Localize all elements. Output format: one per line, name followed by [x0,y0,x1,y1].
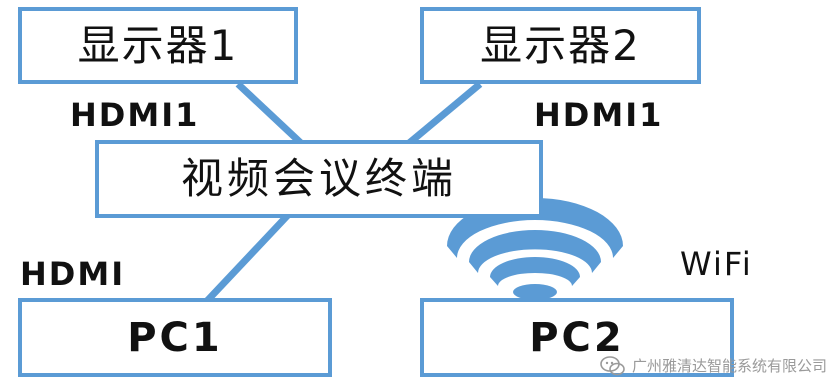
video-conference-terminal-box: 视频会议终端 [95,140,543,218]
wechat-icon [600,355,625,375]
pc-2-label: PC2 [529,314,625,361]
watermark-text: 广州雅清达智能系统有限公司 [631,357,827,375]
monitor-2-link-label: HDMI1 [534,96,664,134]
monitor-1-link-label: HDMI1 [70,96,200,134]
terminal-label: 视频会议终端 [180,154,457,203]
pc-1-box: PC1 [18,298,332,377]
monitor-2-box: 显示器2 [420,7,701,84]
connector-terminal-pc1 [203,212,291,305]
watermark: 广州雅清达智能系统有限公司 [600,355,827,376]
connector-monitor2-terminal [405,81,483,147]
pc-2-box: PC2 [420,298,734,377]
pc-2-link-label: WiFi [680,245,753,283]
monitor-2-label: 显示器2 [480,20,641,70]
monitor-1-label: 显示器1 [77,20,239,70]
connector-monitor1-terminal [235,81,305,147]
monitor-1-box: 显示器1 [18,7,298,84]
pc-1-label: PC1 [127,314,223,361]
pc-1-link-label: HDMI [20,255,126,293]
